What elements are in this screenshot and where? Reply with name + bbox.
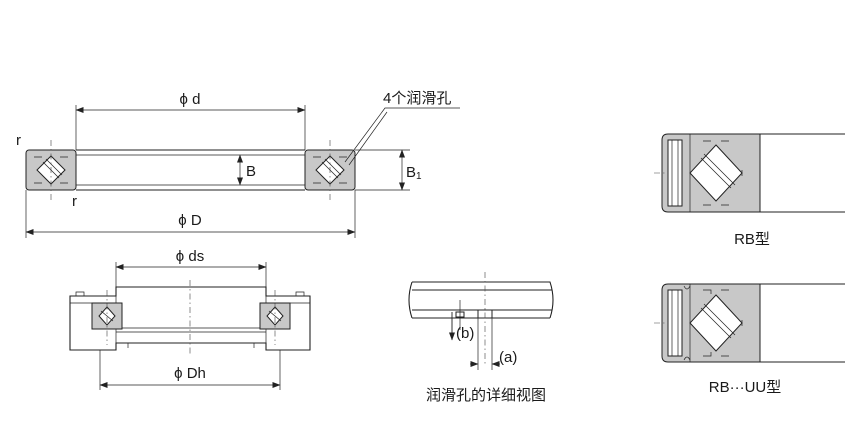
dim-B1: B1 (406, 164, 422, 182)
lube-holes-label: 4个润滑孔 (383, 90, 451, 107)
radius-label-bottom: r (72, 193, 77, 210)
dim-phi-d: ϕ d (180, 91, 201, 108)
rb-type-label: RB型 (734, 231, 770, 248)
dim-phi-D: ϕ D (178, 212, 202, 229)
radius-label-top: r (16, 132, 21, 149)
mounting-view: ϕ ds ϕ Dh (69, 248, 311, 390)
dim-B: B (246, 163, 256, 180)
lube-hole-detail: (b) (a) 润滑孔的详细视图 (408, 272, 554, 404)
detail-caption: 润滑孔的详细视图 (426, 387, 546, 404)
rbuu-type-section: RB···UU型 (654, 283, 845, 396)
detail-a-label: (a) (499, 349, 517, 366)
dim-phi-Dh: ϕ Dh (174, 365, 206, 382)
detail-b-label: (b) (456, 325, 474, 342)
dim-phi-ds: ϕ ds (176, 248, 204, 265)
rbuu-type-label: RB···UU型 (709, 379, 782, 396)
rb-type-section: RB型 (654, 133, 845, 248)
main-section-view: ϕ d ϕ D B B1 r r 4个润滑孔 (16, 90, 460, 238)
